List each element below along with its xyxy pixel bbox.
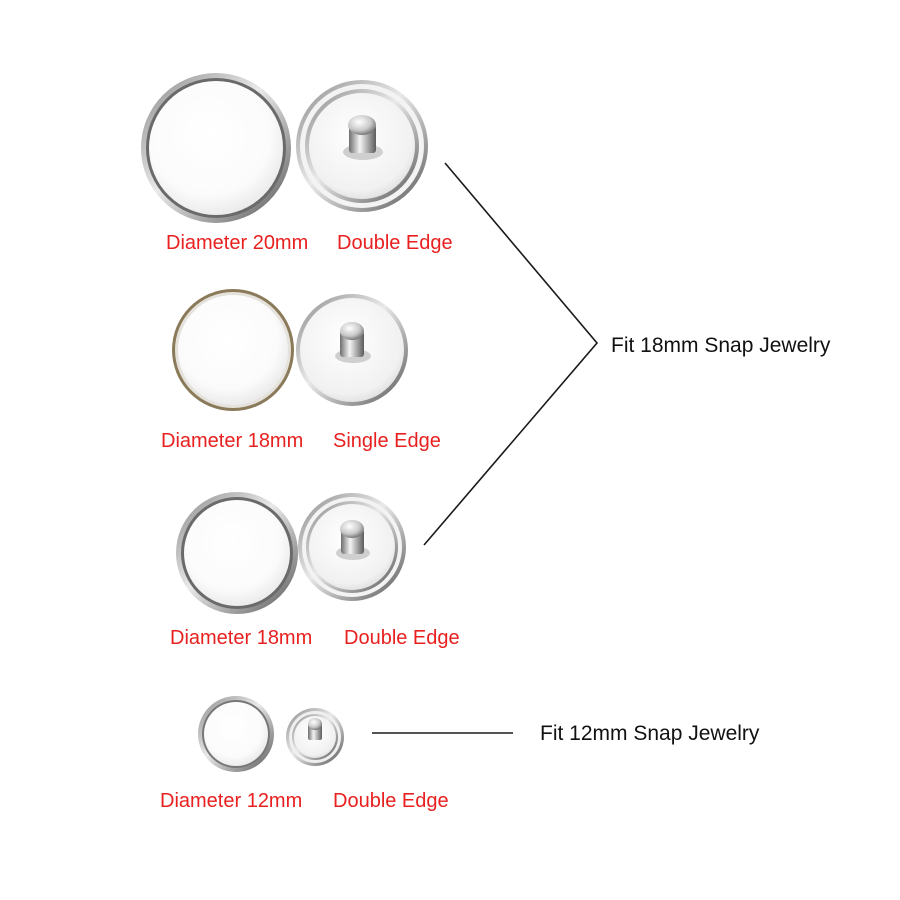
glass-cabochon-18mm-single bbox=[172, 289, 294, 411]
snap-base-single-edge-18mm bbox=[296, 294, 408, 406]
snap-base-double-edge-20mm bbox=[296, 80, 428, 212]
fit-label-12mm: Fit 12mm Snap Jewelry bbox=[540, 722, 760, 745]
diameter-label-18mm-single: Diameter 18mm bbox=[161, 430, 304, 452]
snap-base-double-edge-18mm bbox=[298, 493, 406, 601]
edge-label-row3: Double Edge bbox=[344, 627, 460, 649]
fit-label-18mm: Fit 18mm Snap Jewelry bbox=[611, 334, 831, 357]
diameter-label-12mm: Diameter 12mm bbox=[160, 790, 303, 812]
bracket-connector-18mm bbox=[423, 162, 599, 546]
edge-label-row4: Double Edge bbox=[333, 790, 449, 812]
glass-cabochon-20mm bbox=[141, 73, 291, 223]
snap-base-double-edge-12mm bbox=[286, 708, 344, 766]
edge-label-row2: Single Edge bbox=[333, 430, 441, 452]
edge-label-row1: Double Edge bbox=[337, 232, 453, 254]
diameter-label-18mm-double: Diameter 18mm bbox=[170, 627, 313, 649]
diameter-label-20mm: Diameter 20mm bbox=[166, 232, 309, 254]
glass-cabochon-12mm bbox=[198, 696, 274, 772]
glass-cabochon-18mm-double bbox=[176, 492, 298, 614]
